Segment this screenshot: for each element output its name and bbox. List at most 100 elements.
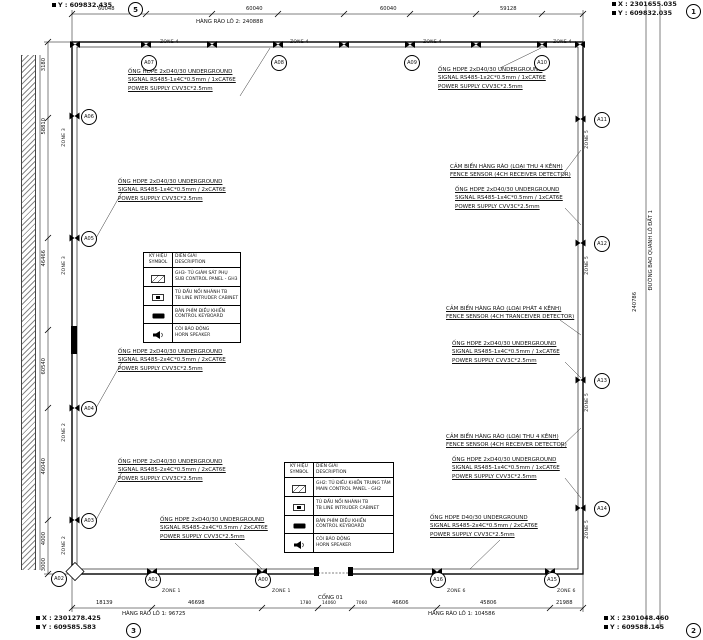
legend-table-main: KÝ HIỆU SYMBOL DIỄN GIẢI DESCRIPTION GH2… bbox=[284, 462, 394, 554]
legend-header-symbol: KÝ HIỆU SYMBOL bbox=[284, 462, 314, 478]
zone-label: ZONE 5 bbox=[585, 393, 590, 412]
node-marker-a16: A16 bbox=[430, 572, 446, 588]
main-control-panel-icon bbox=[284, 476, 314, 498]
note-hdpe-right-1: ỐNG HDPE 2xD40/30 UNDERGROUND SIGNAL RS4… bbox=[455, 187, 563, 210]
zone-label: ZONE 2 bbox=[62, 423, 67, 442]
coord-value: X : 2301048.460 bbox=[610, 614, 669, 622]
legend-table-sub: KÝ HIỆU SYMBOL DIỄN GIẢI DESCRIPTION GH3… bbox=[143, 252, 242, 344]
datum-point-icon bbox=[612, 2, 616, 7]
dim-value: 3000 bbox=[41, 558, 47, 572]
coord-value: Y : 609585.583 bbox=[42, 622, 97, 631]
note-hdpe-top-left: ỐNG HDPE 2xD40/30 UNDERGROUND SIGNAL RS4… bbox=[128, 69, 236, 92]
legend-row-desc: CÒI BÁO ĐỘNG HORN SPEAKER bbox=[313, 532, 394, 554]
zone-label: ZONE 1 bbox=[272, 589, 291, 594]
grid-bubble: 3 bbox=[126, 623, 141, 638]
note-hdpe-bottom-left: ỐNG HDPE 2xD40/30 UNDERGROUND SIGNAL RS4… bbox=[160, 517, 268, 540]
node-marker-a02: A02 bbox=[51, 571, 67, 587]
legend-row-desc: GH2: TỦ ĐIỀU KHIỂN TRUNG TÂM MAIN CONTRO… bbox=[313, 476, 394, 498]
zone-label: ZONE 3 bbox=[62, 128, 67, 147]
zone-label: ZONE 5 bbox=[585, 130, 590, 149]
node-marker-a08: A08 bbox=[271, 55, 287, 71]
zone-label: ZONE 2 bbox=[62, 536, 67, 555]
coord-value: X : 2301655.035 bbox=[618, 0, 677, 8]
road-label: ĐƯỜNG BAO QUANH LÔ ĐẤT 1 bbox=[648, 210, 654, 291]
note-fence-sensor-transceiver: CẢM BIẾN HÀNG RÀO (LOẠI PHÁT 4 KÊNH) FEN… bbox=[446, 306, 575, 321]
legend-header-symbol: KÝ HIỆU SYMBOL bbox=[143, 252, 173, 268]
tb-cabinet-icon bbox=[143, 286, 173, 307]
coord-value: Y : 609588.145 bbox=[610, 622, 665, 631]
legend-row-desc: BÀN PHÍM ĐIỀU KHIỂN CONTROL KEYBOARD bbox=[313, 515, 394, 534]
zone-label: ZONE 6 bbox=[447, 589, 466, 594]
dim-total-bottom-left: HÀNG RÀO LÔ 1: 96725 bbox=[122, 611, 186, 617]
note-hdpe-left-1: ỐNG HDPE 2xD40/30 UNDERGROUND SIGNAL RS4… bbox=[118, 179, 226, 202]
dim-value: 46466 bbox=[41, 250, 47, 267]
zone-label: ZONE 4 bbox=[423, 40, 442, 45]
sub-control-panel-icon bbox=[143, 266, 173, 288]
dim-value: 45806 bbox=[480, 600, 497, 606]
dim-value: 3180 bbox=[41, 58, 47, 72]
grid-bubble: 2 bbox=[686, 623, 701, 638]
dim-value: 1780 bbox=[300, 601, 312, 606]
corner-diamond-marker bbox=[65, 561, 85, 582]
zone-label: ZONE 4 bbox=[553, 40, 572, 45]
dimension-lines bbox=[39, 6, 661, 628]
dim-value: 46040 bbox=[41, 458, 47, 475]
horn-speaker-icon bbox=[143, 322, 173, 344]
note-hdpe-bottom-right: ỐNG HDPE D40/30 UNDERGROUND SIGNAL RS485… bbox=[430, 515, 538, 538]
dim-value: 58810 bbox=[41, 118, 47, 135]
zone-label: ZONE 1 bbox=[162, 589, 181, 594]
dim-value: 7060 bbox=[356, 601, 368, 606]
legend-row-desc: TỦ ĐẤU NỐI NHÁNH TB TB LINE INTRUDER CAB… bbox=[313, 496, 394, 517]
coord-top-left: Y : 609832.435 bbox=[52, 1, 112, 10]
node-marker-a00: A00 bbox=[255, 572, 271, 588]
legend-row-desc: CÒI BÁO ĐỘNG HORN SPEAKER bbox=[171, 322, 242, 344]
zone-label: ZONE 5 bbox=[585, 520, 590, 539]
leader-lines bbox=[95, 47, 582, 570]
note-hdpe-right-2: ỐNG HDPE 2xD40/30 UNDERGROUND SIGNAL RS4… bbox=[452, 341, 560, 364]
gate-symbol bbox=[314, 566, 353, 576]
note-hdpe-left-2: ỐNG HDPE 2xD40/30 UNDERGROUND SIGNAL RS4… bbox=[118, 349, 226, 372]
node-marker-a05: A05 bbox=[81, 231, 97, 247]
coord-value: Y : 609832.435 bbox=[58, 1, 113, 9]
coord-bottom-left: X : 2301278.425 Y : 609585.583 bbox=[36, 614, 101, 631]
legend-row-desc: TỦ ĐẤU NỐI NHÁNH TB TB LINE INTRUDER CAB… bbox=[171, 286, 242, 307]
legend-header-description: DIỄN GIẢI DESCRIPTION bbox=[171, 252, 242, 268]
node-marker-a01: A01 bbox=[145, 572, 161, 588]
coord-value: X : 2301278.425 bbox=[42, 614, 101, 622]
dim-value: 46698 bbox=[188, 600, 205, 606]
node-marker-a13: A13 bbox=[594, 373, 610, 389]
note-fence-sensor-receiver-1: CẢM BIẾN HÀNG RÀO (LOẠI THU 4 KÊNH) FENC… bbox=[450, 164, 571, 179]
note-hdpe-top-right: ỐNG HDPE 2xD40/30 UNDERGROUND SIGNAL RS4… bbox=[438, 67, 546, 90]
dim-value: 14060 bbox=[322, 601, 336, 606]
dim-total-bottom-right: HÀNG RÀO LÔ 1: 104586 bbox=[428, 611, 496, 617]
dim-value: 60040 bbox=[380, 6, 397, 12]
dim-total-top: HÀNG RÀO LÔ 2: 240888 bbox=[196, 19, 264, 25]
dim-value: 21988 bbox=[556, 600, 573, 606]
note-fence-sensor-receiver-2: CẢM BIẾN HÀNG RÀO (LOẠI THU 4 KÊNH) FENC… bbox=[446, 434, 567, 449]
grid-bubble: 1 bbox=[686, 4, 701, 19]
node-marker-a10: A10 bbox=[534, 55, 550, 71]
node-marker-a04: A04 bbox=[81, 401, 97, 417]
note-hdpe-right-3: ỐNG HDPE 2xD40/30 UNDERGROUND SIGNAL RS4… bbox=[452, 457, 560, 480]
node-marker-a09: A09 bbox=[404, 55, 420, 71]
node-marker-a06: A06 bbox=[81, 109, 97, 125]
control-keyboard-icon bbox=[284, 515, 314, 534]
horn-speaker-icon bbox=[284, 532, 314, 554]
node-marker-a11: A11 bbox=[594, 112, 610, 128]
legend-row-desc: GH3- TỦ GIÁM SÁT PHỤ SUB CONTROL PANEL -… bbox=[171, 266, 242, 288]
datum-point-icon bbox=[52, 3, 56, 8]
coord-value: Y : 609832.035 bbox=[618, 8, 673, 17]
dim-value: 59128 bbox=[500, 6, 517, 12]
zone-label: ZONE 6 bbox=[557, 589, 576, 594]
datum-point-icon bbox=[612, 10, 616, 15]
node-marker-a07: A07 bbox=[141, 55, 157, 71]
coord-bottom-right: X : 2301048.460 Y : 609588.145 bbox=[604, 614, 669, 631]
control-keyboard-icon bbox=[143, 305, 173, 324]
zone-label: ZONE 4 bbox=[290, 40, 309, 45]
node-marker-a15: A15 bbox=[544, 572, 560, 588]
hatched-wall-strip bbox=[21, 55, 36, 570]
datum-point-icon bbox=[36, 624, 40, 629]
node-marker-a12: A12 bbox=[594, 236, 610, 252]
dim-value: 60048 bbox=[98, 6, 115, 12]
